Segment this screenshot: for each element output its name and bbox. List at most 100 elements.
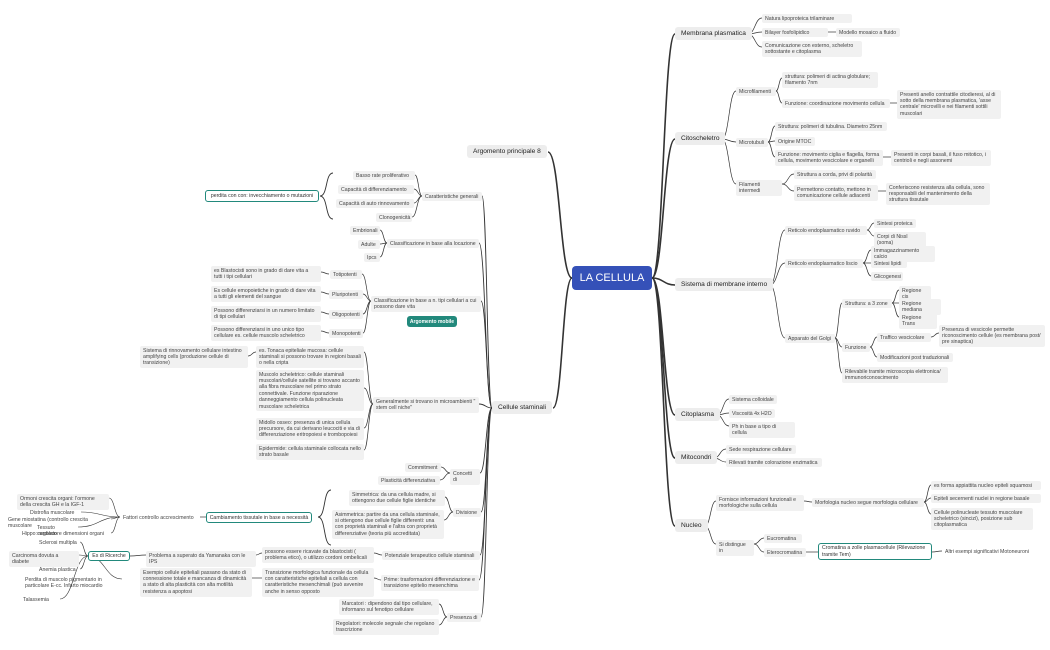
loc-item-1[interactable]: Embrionali — [350, 226, 380, 236]
branch-mitocondri[interactable]: Mitocondri — [675, 451, 718, 464]
branch-sistema-membrane[interactable]: Sistema di membrane interno — [675, 278, 774, 291]
niche-item-2[interactable]: Muscolo scheletrico: cellule staminali m… — [256, 370, 364, 412]
concetti-di[interactable]: Concetti di — [450, 469, 480, 485]
rer-item-1[interactable]: Sintesi proteica — [874, 219, 916, 229]
yamanaka[interactable]: Problema a superato da Yamanaka con le I… — [146, 551, 256, 567]
ricerche-item-3[interactable]: Anemia plastica — [39, 566, 76, 573]
car-item-2[interactable]: Capacità di differenziamento — [338, 185, 414, 195]
mitocondri-item-2[interactable]: Rilevati tramite colorazione enzimatica — [726, 458, 822, 468]
citoplasma-item-3[interactable]: Ph in base a tipo di cellula — [729, 422, 795, 438]
membrana-item-3[interactable]: Comunicazione con esterno, scheletro sot… — [762, 41, 862, 57]
rer-node[interactable]: Reticolo endoplasmatico ruvido — [785, 226, 867, 236]
fi-funzione-detail[interactable]: Conferiscono resistenza alla cellula, so… — [886, 183, 990, 206]
rel-item-3[interactable]: Glicogenesi — [871, 272, 903, 282]
esempio-detail[interactable]: Esempio cellule epiteliali passano da st… — [140, 568, 252, 597]
root-node[interactable]: LA CELLULA — [572, 266, 652, 290]
potenziale-terapeutico[interactable]: Potenziale terapeutico cellule staminali — [382, 551, 480, 561]
loc-item-3[interactable]: Ipcs — [364, 253, 380, 263]
ricerche-item-4[interactable]: Perdita di muscolo pigmentario in partic… — [25, 576, 103, 589]
golgi-node[interactable]: Apparato del Golgi — [785, 334, 835, 344]
niche-item-4[interactable]: Epidermide: cellula staminale collocata … — [256, 444, 364, 460]
fi-funzione[interactable]: Permettono contatto, mettono in comunica… — [794, 185, 878, 201]
es-ricerche-box[interactable]: Es di Ricerche — [88, 551, 130, 561]
cromatina-box[interactable]: Cromatina a zolle plasmacellule (Rilevaz… — [818, 543, 932, 560]
membrana-item-1[interactable]: Natura lipoproteica trilaminare — [762, 14, 852, 24]
mf-struttura[interactable]: struttura: polimeri di actina globulare;… — [782, 72, 878, 88]
mt-funzione-detail[interactable]: Presenti in corpi basali, il fuso mitoti… — [891, 150, 991, 166]
niche-item-3[interactable]: Midollo osseo: presenza di unica cellula… — [256, 418, 364, 441]
oligopotenti-detail[interactable]: Possono differenziarsi in un numero limi… — [211, 306, 321, 322]
golgi-rilevabile[interactable]: Rilevabile tramite microscopia elettroni… — [842, 367, 948, 383]
fi-struttura[interactable]: Struttura a corda, privi di polarità — [794, 170, 876, 180]
cambiamento-box[interactable]: Cambiamento tissutale in base a necessit… — [206, 512, 312, 523]
golgi-struttura[interactable]: Struttura: a 3 zone — [842, 299, 892, 309]
nucleo-distingue[interactable]: Si distingue in — [716, 540, 754, 556]
fattori-item-1[interactable]: Ormoni crescita organi: l'ormone della c… — [17, 494, 109, 510]
regolatori[interactable]: Regolatori: molecole segnale che regolan… — [333, 619, 439, 635]
presenza-di[interactable]: Presenza di — [447, 613, 481, 623]
ricerche-item-2[interactable]: Carcinoma dovuta a diabete — [9, 551, 79, 567]
fattori-item-4[interactable]: Tessuto cardiaco — [37, 524, 57, 537]
citoplasma-item-2[interactable]: Viscosità 4x H2O — [729, 409, 775, 419]
nucleo-morf-item-1[interactable]: es forma appiattita nucleo epiteli squam… — [931, 481, 1041, 491]
niche-item-1[interactable]: es. Tonaca epiteliale mucosa: cellule st… — [256, 346, 364, 369]
branch-citoplasma[interactable]: Citoplasma — [675, 408, 720, 421]
membrana-item-2[interactable]: Bilayer fosfolipidico — [762, 28, 828, 38]
citoplasma-item-1[interactable]: Sistema colloidale — [729, 395, 777, 405]
commitment[interactable]: Commitment — [405, 463, 441, 473]
branch-nucleo[interactable]: Nucleo — [675, 519, 708, 532]
loc-item-2[interactable]: Adulte — [358, 240, 380, 250]
golgi-traffico-detail[interactable]: Presenza di vescicole permette riconosci… — [939, 325, 1045, 348]
branch-citoscheletro[interactable]: Citoscheletro — [675, 132, 726, 145]
oligopotenti[interactable]: Oligopotenti — [329, 310, 363, 320]
monopotenti[interactable]: Monopotenti — [329, 329, 363, 339]
divisione-simmetrica[interactable]: Simmetrica: da una cellula madre, si ott… — [349, 490, 445, 506]
classificazione-locazione[interactable]: Classificazione in base alla locazione — [387, 239, 479, 249]
intermedi-node[interactable]: Filamenti intermedi — [736, 180, 782, 196]
nucleo-eucromatina[interactable]: Eucromatina — [764, 534, 802, 544]
ricerche-item-5[interactable]: Talassemia — [23, 596, 49, 603]
stem-cell-niche[interactable]: Generalmente si trovano in microambienti… — [373, 397, 479, 413]
golgi-modificazioni[interactable]: Modificazioni post traduzionali — [877, 353, 953, 363]
microtubuli-node[interactable]: Microtubuli — [736, 138, 768, 148]
golgi-traffico[interactable]: Traffico vescicolare — [877, 333, 931, 343]
nucleo-morfologia[interactable]: Morfologia nucleo segue morfologia cellu… — [812, 498, 924, 508]
divisione-asimmetrica[interactable]: Asimmetrica: partire da una cellula stam… — [332, 510, 444, 539]
argomento-mobile-tag[interactable]: Argomento mobile — [407, 316, 457, 327]
nucleo-altri-esempi[interactable]: Altri esempi significativi Motoneuroni — [945, 548, 1029, 555]
totipotenti-detail[interactable]: es Blastocisti sono in grado di dare vit… — [211, 266, 321, 282]
car-item-1[interactable]: Basso rate proliferativo — [353, 171, 415, 181]
car-item-3[interactable]: Capacità di auto rinnovamento — [336, 199, 414, 209]
membrana-modello[interactable]: Modello mosaico a fluido — [836, 28, 900, 38]
perdita-box[interactable]: perdita con con: invecchiamento o mutazi… — [205, 190, 319, 202]
golgi-regione-3[interactable]: Regione Trans — [899, 313, 937, 329]
rel-node[interactable]: Reticolo endoplasmatico liscio — [785, 259, 863, 269]
pluripotenti[interactable]: Pluripotenti — [329, 290, 363, 300]
branch-cellule-staminali[interactable]: Cellule staminali — [492, 401, 553, 414]
nucleo-eterocromatina[interactable]: Eterocromatina — [764, 548, 806, 558]
rel-item-1[interactable]: Immagazzinamento calcio — [871, 246, 935, 262]
nucleo-morf-item-2[interactable]: Epiteli secernenti nuclei in regione bas… — [931, 494, 1041, 504]
fattori-controllo[interactable]: Fattori controllo accrescimento — [123, 514, 194, 521]
car-item-4[interactable]: Clonogenicità — [376, 213, 412, 223]
rer-item-2[interactable]: Corpi di Nissl (soma) — [874, 232, 926, 248]
fattori-item-3[interactable]: Gene miostatina (controllo crescita musc… — [8, 516, 88, 529]
golgi-regione-1[interactable]: Regione cis — [899, 286, 931, 302]
transizione-detail[interactable]: Transizione morfologica funzionale da ce… — [262, 568, 374, 597]
mitocondri-item-1[interactable]: Sede respirazione cellulare — [726, 445, 796, 455]
branch-membrana-plasmatica[interactable]: Membrana plasmatica — [675, 27, 752, 40]
mt-struttura[interactable]: Struttura: polimeri di tubulina. Diametr… — [775, 122, 887, 132]
nucleo-fornisce[interactable]: Fornisce informazioni funzionali e morfo… — [716, 495, 804, 511]
divisione[interactable]: Divisione — [453, 508, 481, 518]
totipotenti[interactable]: Totipotenti — [330, 270, 362, 280]
plasticita[interactable]: Plasticità differenziativa — [378, 476, 440, 486]
ricerche-item-1[interactable]: Sclerosi multipla — [39, 539, 77, 546]
golgi-regione-2[interactable]: Regione mediana — [899, 299, 941, 315]
mf-funzione[interactable]: Funzione: coordinazione movimento cellul… — [782, 99, 890, 109]
monopotenti-detail[interactable]: Possono differenziarsi in uno unico tipo… — [211, 325, 321, 341]
rel-item-2[interactable]: Sintesi lipidi — [871, 259, 907, 269]
fattori-item-2[interactable]: Distrofia muscolare — [30, 509, 75, 516]
staminali-caratteristiche[interactable]: Caratteristiche generali — [422, 192, 482, 202]
fattori-item-5[interactable]: Hippo: regolatore dimensioni organi — [22, 530, 104, 537]
pluripotenti-detail[interactable]: Es cellule emopoietiche in grado di dare… — [211, 286, 321, 302]
